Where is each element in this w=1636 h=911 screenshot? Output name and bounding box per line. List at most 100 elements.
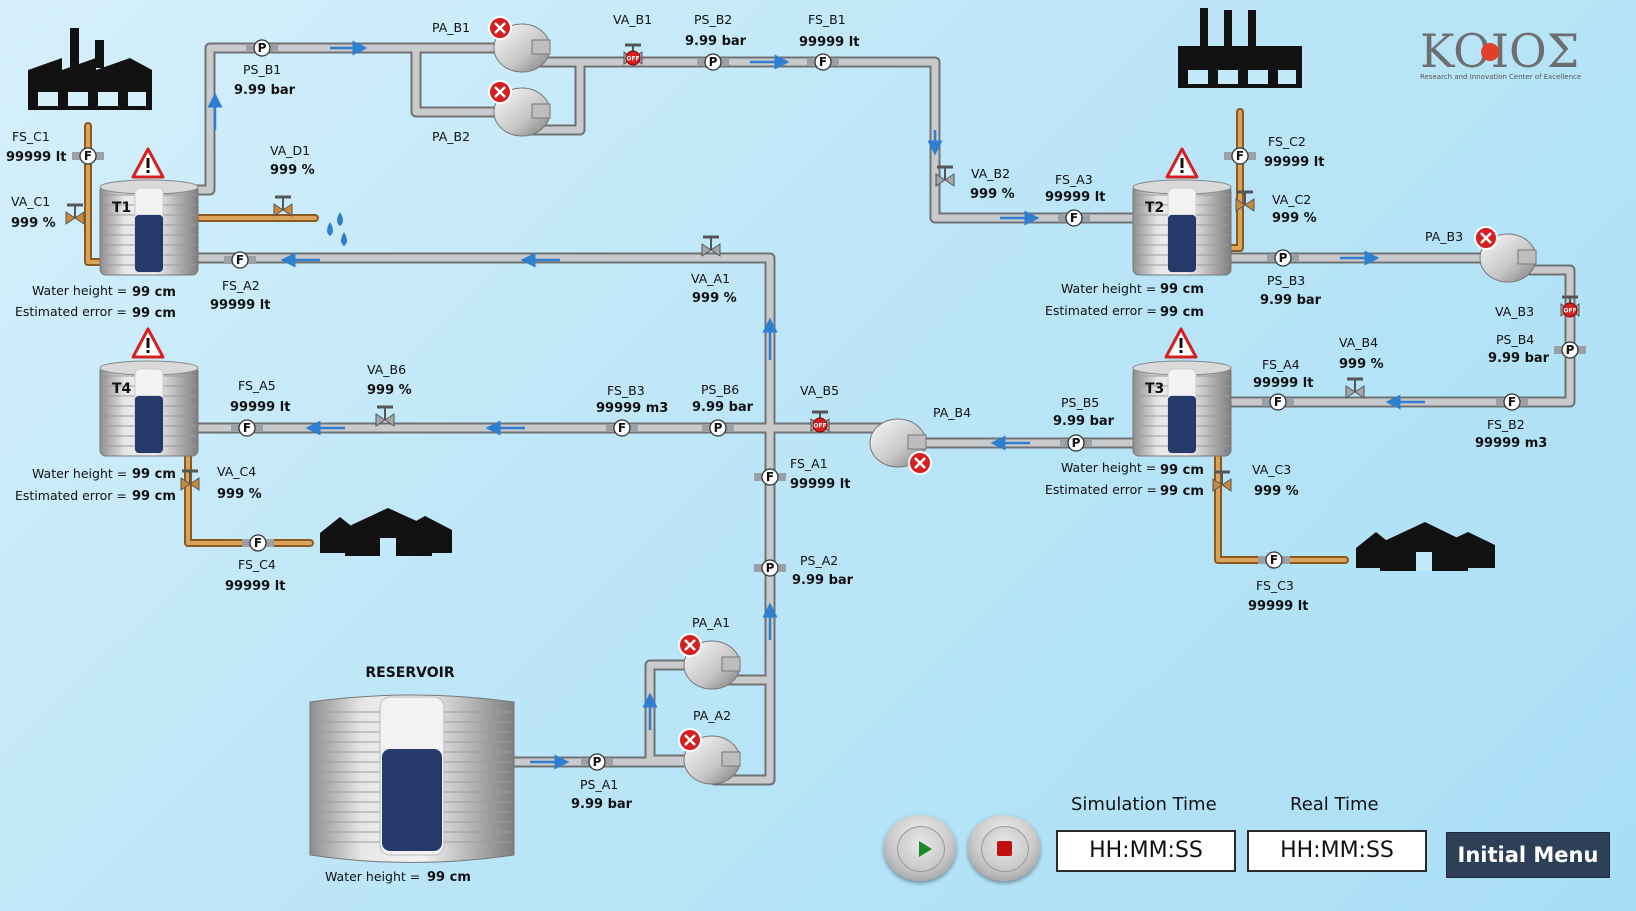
label-ps_b6: PS_B6 bbox=[701, 382, 739, 397]
initial-menu-button[interactable]: Initial Menu bbox=[1446, 832, 1610, 878]
sensor-symbol: F bbox=[84, 149, 92, 163]
label-pa_b4: PA_B4 bbox=[933, 405, 971, 420]
label-va_b3: VA_B3 bbox=[1495, 304, 1534, 319]
valve-off-text: OFF bbox=[626, 56, 639, 63]
label-ps_b3: PS_B3 bbox=[1267, 273, 1305, 288]
valve-va-b5[interactable]: OFF bbox=[810, 410, 830, 433]
pump-pa-b3[interactable] bbox=[1474, 226, 1537, 283]
real-time-label: Real Time bbox=[1290, 794, 1379, 815]
sensor-ps-b2[interactable]: P bbox=[697, 53, 729, 71]
sensor-symbol: P bbox=[593, 755, 602, 769]
sensor-symbol: P bbox=[1566, 343, 1575, 357]
valve-va-c1[interactable] bbox=[65, 203, 85, 225]
tank-water-level bbox=[1168, 395, 1196, 453]
value-va_c3: 999 % bbox=[1254, 484, 1299, 499]
tank-height-label: Water height = bbox=[1061, 460, 1156, 475]
tank-height-label: Water height = bbox=[32, 466, 127, 481]
tank-height-label: Water height = bbox=[1061, 281, 1156, 296]
warning-icon bbox=[1164, 327, 1198, 359]
sensor-fs-c3[interactable]: F bbox=[1258, 551, 1290, 569]
reservoir-height-value: 99 cm bbox=[427, 870, 471, 885]
value-fs_a3: 99999 lt bbox=[1045, 190, 1105, 205]
reservoir-title: RESERVOIR bbox=[365, 665, 454, 681]
sensor-fs-a2[interactable]: F bbox=[224, 251, 256, 269]
sensor-symbol: F bbox=[819, 55, 827, 69]
sensor-fs-b1[interactable]: F bbox=[807, 53, 839, 71]
pump-pa-b4[interactable] bbox=[869, 418, 932, 475]
valve-va-c2[interactable] bbox=[1235, 190, 1255, 212]
value-ps_b6: 9.99 bar bbox=[692, 400, 754, 415]
play-icon bbox=[919, 841, 932, 857]
label-va_c2: VA_C2 bbox=[1272, 192, 1311, 207]
tank-t3[interactable]: T3 bbox=[1132, 360, 1232, 457]
devices-layer: P P F F P P F F P P F F F F P P F F F F OFF OFF OFF bbox=[65, 16, 1586, 785]
tank-t1[interactable]: T1 bbox=[99, 179, 199, 276]
reservoir-water-level bbox=[382, 749, 442, 851]
valve-va-b3[interactable]: OFF bbox=[1560, 295, 1580, 318]
value-va_b2: 999 % bbox=[970, 187, 1015, 202]
label-fs_c1: FS_C1 bbox=[12, 129, 50, 144]
valve-va-b1[interactable]: OFF bbox=[623, 43, 643, 66]
play-button[interactable] bbox=[884, 815, 956, 881]
sensor-ps-b6[interactable]: P bbox=[702, 419, 734, 437]
pump-pa-a1[interactable] bbox=[678, 633, 741, 690]
valve-va-b4[interactable] bbox=[1345, 377, 1365, 399]
label-pa_a1: PA_A1 bbox=[692, 615, 730, 630]
sensor-fs-c4[interactable]: F bbox=[242, 534, 274, 552]
alarm-off-icon bbox=[908, 451, 932, 475]
valve-va-b2[interactable] bbox=[935, 165, 955, 187]
tank-height-value: 99 cm bbox=[132, 467, 176, 482]
tank-water-level bbox=[135, 395, 163, 453]
label-fs_b1: FS_B1 bbox=[808, 12, 846, 27]
valve-off-text: OFF bbox=[1563, 308, 1576, 315]
label-fs_a4: FS_A4 bbox=[1262, 357, 1300, 372]
label-fs_a5: FS_A5 bbox=[238, 378, 276, 393]
valve-va-c4[interactable] bbox=[180, 469, 200, 491]
sensor-ps-a2[interactable]: P bbox=[754, 559, 786, 577]
label-ps_a1: PS_A1 bbox=[580, 777, 618, 792]
label-fs_c3: FS_C3 bbox=[1256, 578, 1294, 593]
sensor-fs-b2[interactable]: F bbox=[1496, 393, 1528, 411]
sensor-fs-a3[interactable]: F bbox=[1058, 209, 1090, 227]
tank-water-level bbox=[1168, 214, 1196, 272]
warnings-layer bbox=[131, 147, 1199, 359]
sensor-ps-b4[interactable]: P bbox=[1554, 341, 1586, 359]
label-pa_b2: PA_B2 bbox=[432, 129, 470, 144]
pump-pa-a2[interactable] bbox=[678, 728, 741, 785]
tank-t2[interactable]: T2 bbox=[1132, 179, 1232, 276]
pump-pa-b1[interactable] bbox=[488, 16, 551, 73]
sensor-fs-a1[interactable]: F bbox=[754, 468, 786, 486]
pump-pa-b2[interactable] bbox=[488, 80, 551, 137]
houses-icon bbox=[1356, 522, 1495, 571]
sensor-symbol: P bbox=[258, 41, 267, 55]
label-fs_c4: FS_C4 bbox=[238, 557, 276, 572]
simulation-time-display: HH:MM:SS bbox=[1056, 830, 1236, 872]
label-va_b6: VA_B6 bbox=[367, 362, 406, 377]
valve-va-a1[interactable] bbox=[701, 235, 721, 257]
sensor-symbol: P bbox=[1072, 436, 1081, 450]
sensor-fs-b3[interactable]: F bbox=[606, 419, 638, 437]
label-fs_c2: FS_C2 bbox=[1268, 134, 1306, 149]
sensor-ps-b3[interactable]: P bbox=[1267, 249, 1299, 267]
valve-va-b6[interactable] bbox=[375, 405, 395, 427]
value-fs_b2: 99999 m3 bbox=[1475, 436, 1547, 451]
valve-va-d1[interactable] bbox=[273, 195, 293, 217]
sensor-fs-a4[interactable]: F bbox=[1262, 393, 1294, 411]
tank-t4[interactable]: T4 bbox=[99, 360, 199, 457]
warning-icon bbox=[131, 327, 165, 359]
sensor-ps-a1[interactable]: P bbox=[581, 753, 613, 771]
logo-wordmark: KOIOΣ bbox=[1420, 25, 1579, 78]
sensor-ps-b5[interactable]: P bbox=[1060, 434, 1092, 452]
sensor-fs-c1[interactable]: F bbox=[72, 147, 104, 165]
alarm-off-icon bbox=[678, 633, 702, 657]
sensor-ps-b1[interactable]: P bbox=[246, 39, 278, 57]
label-pa_a2: PA_A2 bbox=[693, 708, 731, 723]
tank-name: T3 bbox=[1145, 381, 1164, 397]
stop-button[interactable] bbox=[968, 815, 1040, 881]
sensor-fs-a5[interactable]: F bbox=[231, 419, 263, 437]
tank-name: T1 bbox=[112, 200, 131, 216]
valve-va-c3[interactable] bbox=[1212, 470, 1232, 492]
sensor-fs-c2[interactable]: F bbox=[1224, 147, 1256, 165]
